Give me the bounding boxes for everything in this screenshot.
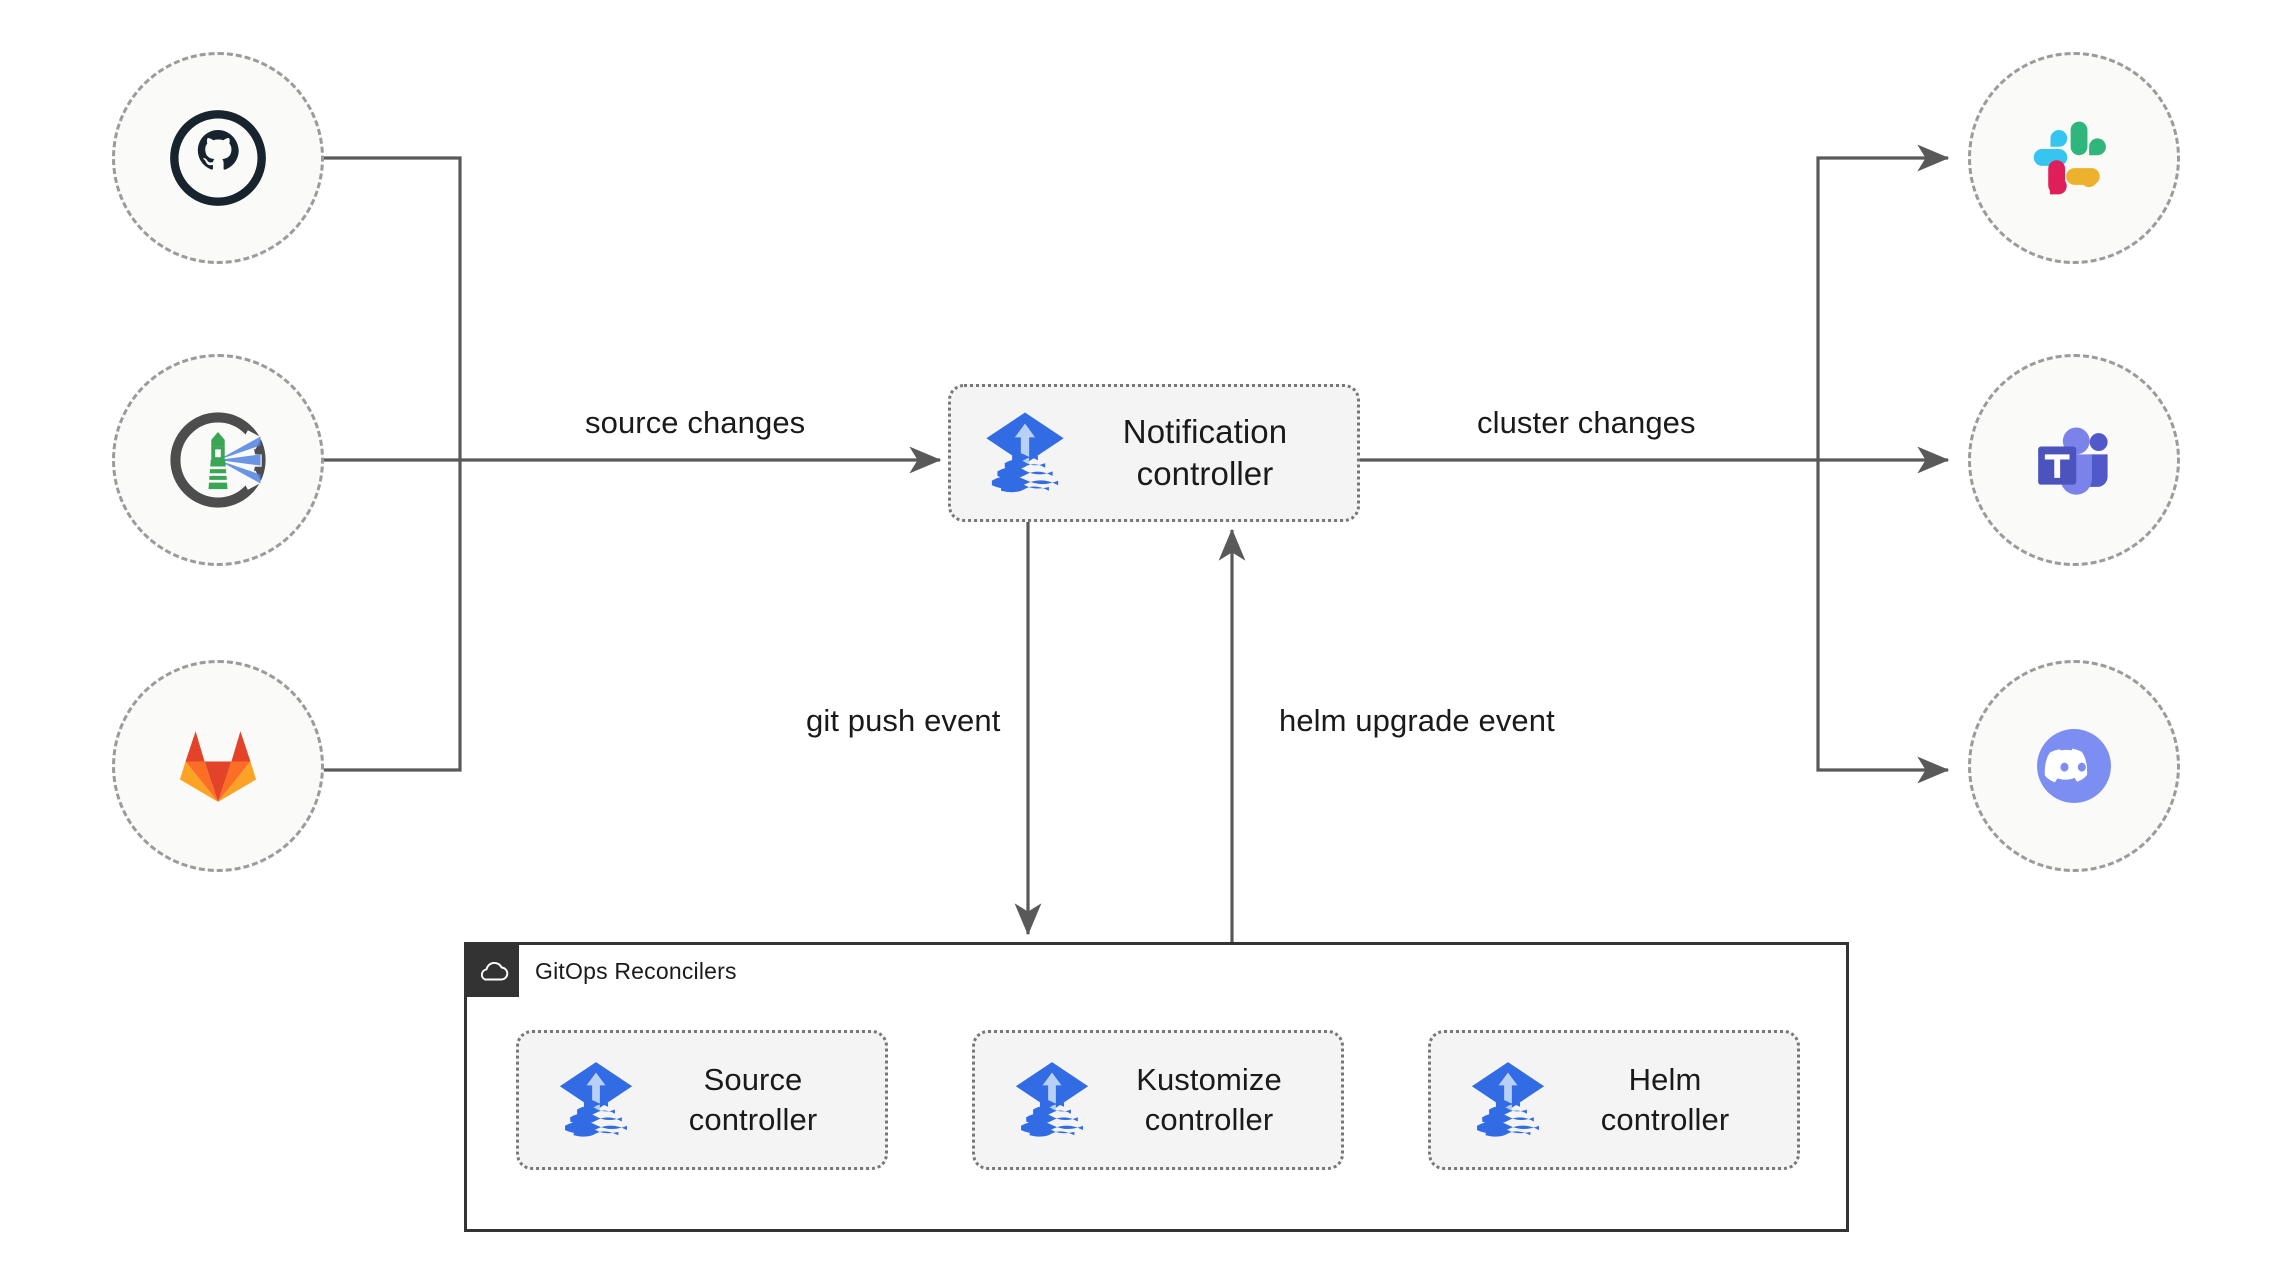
wire-to-discord <box>1816 460 1950 784</box>
edge-label-git-push-event: git push event <box>806 703 1001 738</box>
wire-to-slack <box>1816 144 1950 460</box>
wire-sources-bus <box>312 156 462 772</box>
flux-logo-icon <box>1471 1062 1545 1137</box>
discord-icon <box>2037 729 2111 803</box>
notification-controller-box[interactable]: Notification controller <box>948 384 1360 522</box>
flux-logo-icon <box>559 1062 633 1137</box>
teams-icon <box>2038 427 2108 495</box>
target-node-slack[interactable] <box>1968 52 2180 264</box>
source-node-flux-lighthouse[interactable] <box>112 354 324 566</box>
flux-logo-icon <box>1015 1062 1089 1137</box>
cloud-glyph <box>480 961 509 981</box>
notification-controller-label: Notification controller <box>1122 412 1288 492</box>
helm-controller-box[interactable]: Helm controller <box>1428 1030 1800 1170</box>
edge-label-source-changes: source changes <box>585 405 806 440</box>
gitlab-icon <box>179 731 257 802</box>
edge-label-helm-upgrade-event: helm upgrade event <box>1279 703 1555 738</box>
kustomize-controller-box[interactable]: Kustomize controller <box>972 1030 1344 1170</box>
flux-logo-icon <box>986 412 1064 493</box>
edge-label-cluster-changes: cluster changes <box>1477 405 1696 440</box>
target-node-teams[interactable] <box>1968 354 2180 566</box>
source-controller-label: Source controller <box>688 1062 818 1137</box>
github-icon <box>170 110 266 206</box>
target-node-discord[interactable] <box>1968 660 2180 872</box>
slack-icon <box>2033 121 2106 195</box>
source-controller-box[interactable]: Source controller <box>516 1030 888 1170</box>
cloud-icon <box>467 945 519 997</box>
helm-controller-label: Helm controller <box>1600 1062 1730 1137</box>
gitops-group-title: GitOps Reconcilers <box>535 958 737 984</box>
gitops-group-header: GitOps Reconcilers <box>467 945 1846 997</box>
source-node-gitlab[interactable] <box>112 660 324 872</box>
kustomize-controller-label: Kustomize controller <box>1136 1062 1282 1137</box>
flux-lighthouse-icon <box>170 412 266 508</box>
source-node-github[interactable] <box>112 52 324 264</box>
